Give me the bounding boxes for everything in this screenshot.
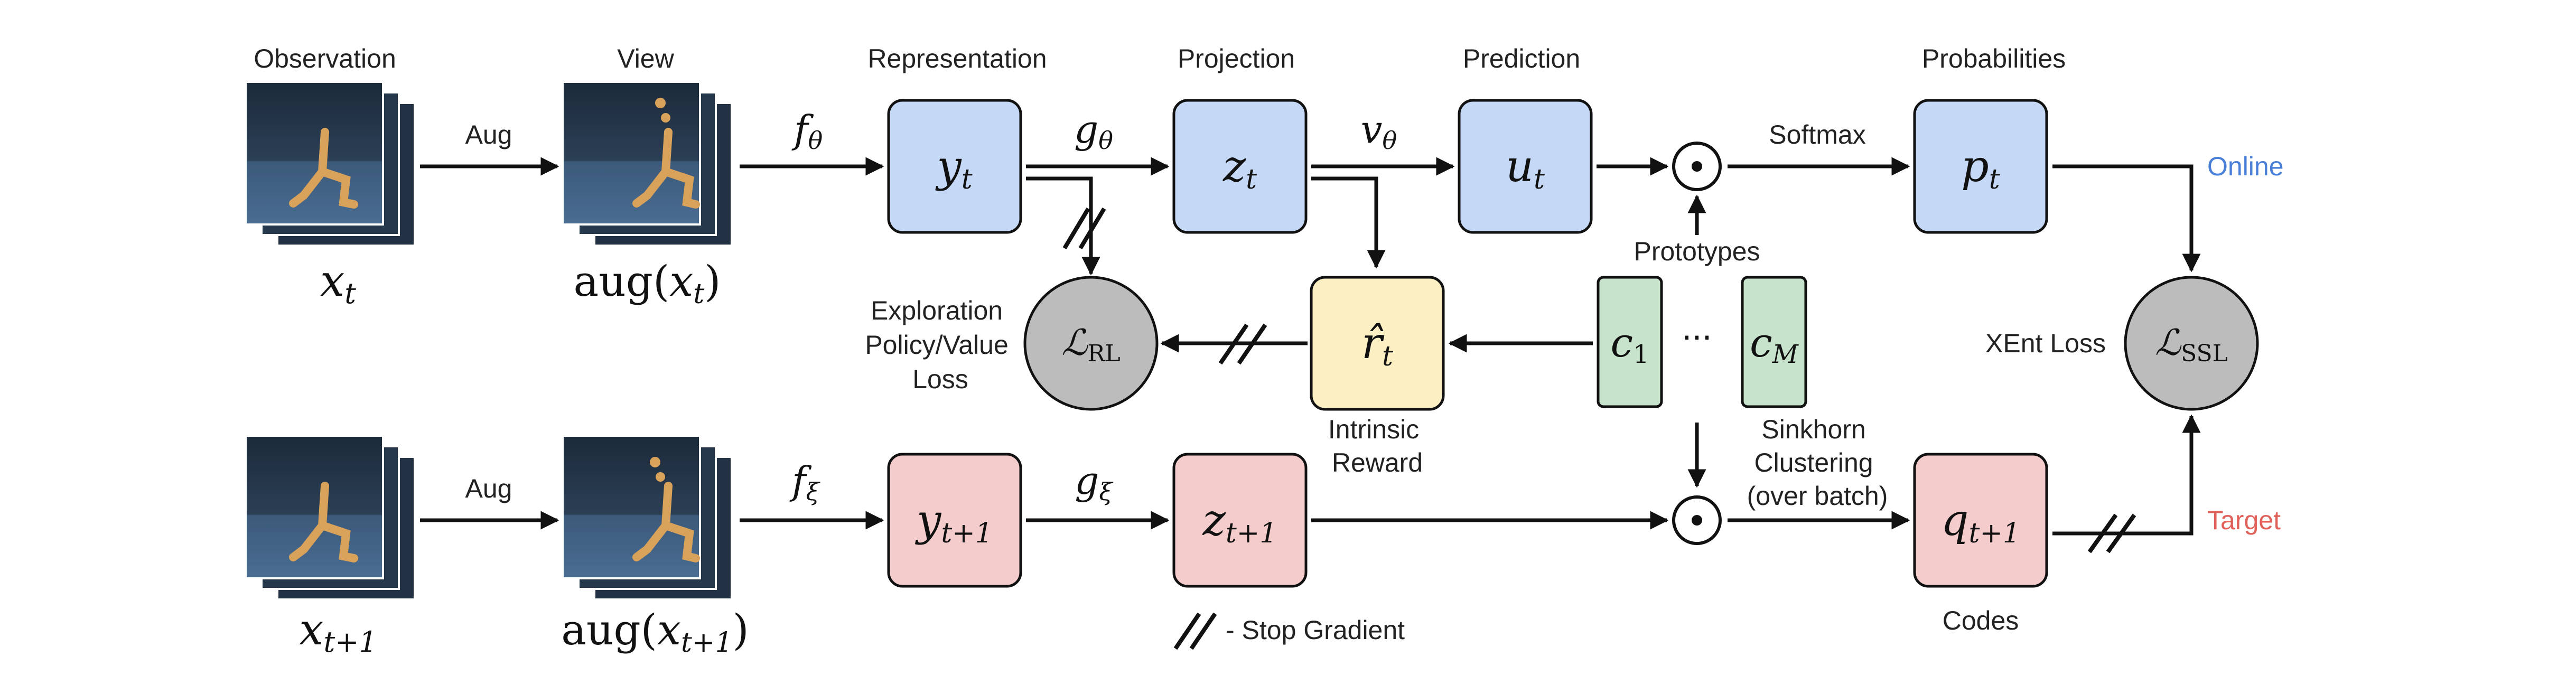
target-label: Target <box>2207 505 2281 535</box>
xent-loss-label: XEnt Loss <box>1985 329 2106 358</box>
stop-gradient-mark-q <box>2087 513 2118 554</box>
sinkhorn-label: Sinkhorn Clustering (over batch) <box>1747 415 1888 511</box>
svg-text:zt+1: zt+1 <box>1202 495 1277 549</box>
node-z-t1: zt+1 <box>1172 453 1308 588</box>
svg-text:c1: c1 <box>1610 319 1649 369</box>
stop-gradient-mark-rhat <box>1218 323 1249 365</box>
node-r-hat: r̂t <box>1310 276 1445 411</box>
observation-image-stack-bottom <box>245 435 416 601</box>
stop-gradient-legend: - Stop Gradient <box>1173 612 1405 650</box>
svg-text:pt: pt <box>1961 142 2000 195</box>
arrow-y-to-rl <box>1026 176 1100 276</box>
header-representation: Representation <box>867 44 1047 73</box>
prototype-c1: c1 <box>1597 276 1663 408</box>
header-probabilities: Probabilities <box>1922 44 2066 73</box>
svg-text:cM: cM <box>1750 319 1799 369</box>
node-p-t: pt <box>1913 99 2048 234</box>
svg-text:yt+1: yt+1 <box>914 495 993 549</box>
node-y-t: yt <box>887 99 1022 234</box>
stop-gradient-mark-y <box>1062 207 1090 250</box>
obs-bottom-label: xt+1 <box>299 605 377 659</box>
edge-f-xi: fξ <box>789 458 821 506</box>
svg-text:yt: yt <box>935 142 972 195</box>
stop-gradient-mark-y-2 <box>1078 207 1106 250</box>
edge-f-theta: fθ <box>791 107 823 155</box>
aug-top-label: Aug <box>465 120 512 149</box>
arrow-p-to-ssl <box>2052 164 2201 273</box>
intrinsic-reward-label: Intrinsic Reward <box>1328 415 1426 477</box>
svg-text:qt+1: qt+1 <box>1941 495 2020 549</box>
stop-gradient-mark-q-2 <box>2106 513 2136 554</box>
svg-text:ℒRL: ℒRL <box>1061 322 1120 367</box>
node-z-t: zt <box>1172 99 1308 234</box>
exploration-loss-label: Exploration Policy/Value Loss <box>865 296 1015 394</box>
stop-gradient-mark-rhat-2 <box>1237 323 1267 365</box>
obs-top-label: xt <box>320 256 356 310</box>
edge-g-xi: gξ <box>1075 458 1114 506</box>
prototype-cM: cM <box>1741 276 1807 408</box>
header-observation: Observation <box>254 44 396 73</box>
legend-slash-1 <box>1173 612 1201 650</box>
observation-image-stack-top <box>245 81 416 247</box>
svg-text:ut: ut <box>1506 142 1545 195</box>
softmax-label: Softmax <box>1769 120 1865 149</box>
codes-label: Codes <box>1943 606 2019 635</box>
prototypes-label: Prototypes <box>1634 237 1760 266</box>
view-top-label: aug(xt) <box>574 257 721 310</box>
svg-text:zt: zt <box>1222 142 1257 195</box>
edge-g-theta: gθ <box>1074 107 1113 155</box>
odot-bottom <box>1672 495 1722 545</box>
arrow-z-to-rhat <box>1311 176 1386 269</box>
node-u-t: ut <box>1458 99 1593 234</box>
stop-gradient-label: - Stop Gradient <box>1226 615 1405 645</box>
arrow-q-to-ssl <box>2052 414 2201 536</box>
header-view: View <box>617 44 674 73</box>
node-loss-rl: ℒRL <box>1023 276 1159 411</box>
svg-text:r̂t: r̂t <box>1361 318 1393 372</box>
odot-top <box>1672 142 1722 191</box>
prototype-ellipsis: ··· <box>1682 320 1712 357</box>
header-prediction: Prediction <box>1463 44 1580 73</box>
node-q-t1: qt+1 <box>1913 453 2048 588</box>
view-bottom-label: aug(xt+1) <box>561 605 749 659</box>
edge-v-theta: vθ <box>1361 107 1397 155</box>
view-image-stack-top <box>562 81 733 247</box>
node-loss-ssl: ℒSSL <box>2124 276 2259 411</box>
online-label: Online <box>2207 152 2284 181</box>
aug-bottom-label: Aug <box>465 474 512 503</box>
header-projection: Projection <box>1178 44 1295 73</box>
svg-text:ℒSSL: ℒSSL <box>2155 322 2228 367</box>
view-image-stack-bottom <box>562 435 733 601</box>
legend-slash-2 <box>1189 612 1217 650</box>
node-y-t1: yt+1 <box>887 453 1022 588</box>
